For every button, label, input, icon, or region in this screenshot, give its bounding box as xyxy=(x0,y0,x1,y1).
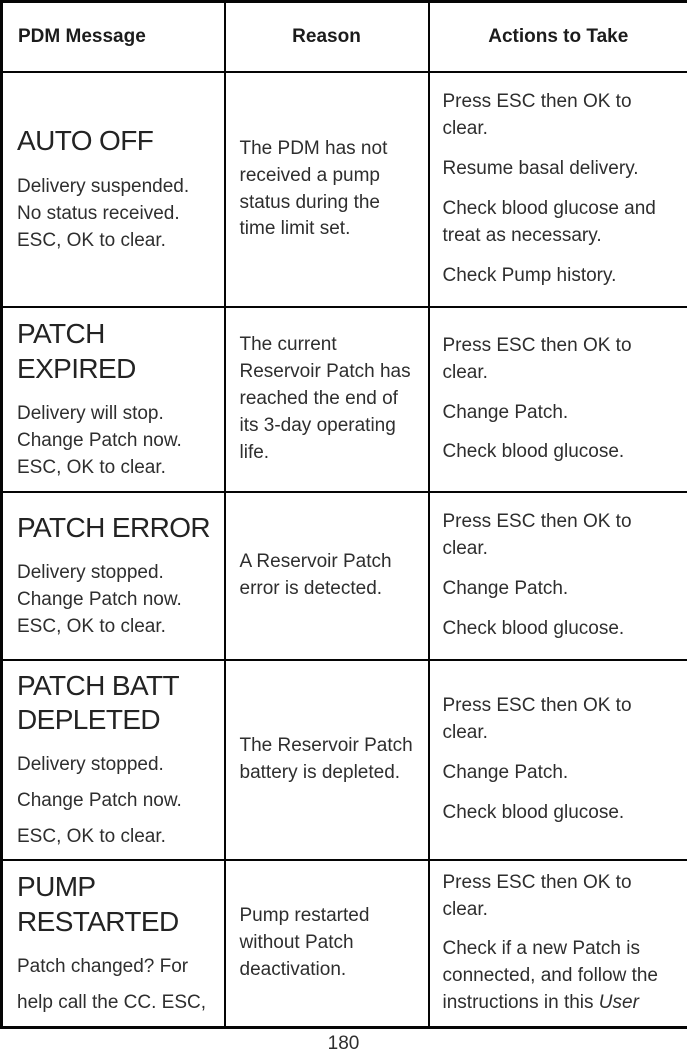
message-line: help call the CC. ESC, xyxy=(17,990,215,1017)
action-item: Change Patch. xyxy=(443,400,679,427)
reason-text: The current Reservoir Patch has reached … xyxy=(240,332,418,467)
message-line: Delivery stopped. xyxy=(17,560,215,587)
action-item: Press ESC then OK to clear. xyxy=(443,870,679,924)
table-row-patch-batt-depleted: PATCH BATT DEPLETED Delivery stopped. Ch… xyxy=(2,660,687,860)
message-line: ESC, OK to clear. xyxy=(17,614,215,641)
action-item: Check Pump history. xyxy=(443,263,679,290)
action-item: Resume basal delivery. xyxy=(443,156,679,183)
reason-text: Pump restarted without Patch deactivatio… xyxy=(240,903,418,984)
header-actions-to-take: Actions to Take xyxy=(429,2,687,73)
message-title: AUTO OFF xyxy=(17,124,215,158)
reason-cell: The PDM has not received a pump status d… xyxy=(225,72,429,307)
action-item: Change Patch. xyxy=(443,576,679,603)
message-title: PATCH ERROR xyxy=(17,511,215,545)
action-item: Check blood glucose. xyxy=(443,616,679,643)
header-reason: Reason xyxy=(225,2,429,73)
message-line: Change Patch now. xyxy=(17,788,215,815)
message-cell: AUTO OFF Delivery suspended. No status r… xyxy=(2,72,225,307)
table-row-patch-expired: PATCH EXPIRED Delivery will stop. Change… xyxy=(2,307,687,492)
pdm-alarm-table: PDM Message Reason Actions to Take AUTO … xyxy=(0,0,687,1029)
action-item: Change Patch. xyxy=(443,760,679,787)
message-cell: PATCH ERROR Delivery stopped. Change Pat… xyxy=(2,492,225,660)
message-description: Patch changed? For help call the CC. ESC… xyxy=(17,954,215,1017)
table-row-patch-error: PATCH ERROR Delivery stopped. Change Pat… xyxy=(2,492,687,660)
message-cell: PUMP RESTARTED Patch changed? For help c… xyxy=(2,860,225,1027)
action-item: Press ESC then OK to clear. xyxy=(443,333,679,387)
action-item: Check if a new Patch is connected, and f… xyxy=(443,936,679,1017)
table-row-auto-off: AUTO OFF Delivery suspended. No status r… xyxy=(2,72,687,307)
message-line: Delivery will stop. xyxy=(17,401,215,428)
actions-cell: Press ESC then OK to clear. Check if a n… xyxy=(429,860,687,1027)
reason-cell: A Reservoir Patch error is detected. xyxy=(225,492,429,660)
message-title: PATCH EXPIRED xyxy=(17,317,215,385)
message-description: Delivery stopped. Change Patch now. ESC,… xyxy=(17,560,215,641)
message-line: Patch changed? For xyxy=(17,954,215,981)
actions-cell: Press ESC then OK to clear. Change Patch… xyxy=(429,492,687,660)
message-cell: PATCH BATT DEPLETED Delivery stopped. Ch… xyxy=(2,660,225,860)
message-description: Delivery stopped. Change Patch now. ESC,… xyxy=(17,752,215,851)
message-line: Change Patch now. xyxy=(17,587,215,614)
action-item: Press ESC then OK to clear. xyxy=(443,89,679,143)
message-title: PUMP RESTARTED xyxy=(17,870,215,938)
table-row-pump-restarted: PUMP RESTARTED Patch changed? For help c… xyxy=(2,860,687,1027)
action-italic-reference: User xyxy=(599,992,639,1013)
message-line: ESC, OK to clear. xyxy=(17,824,215,851)
action-item: Check blood glucose and treat as necessa… xyxy=(443,196,679,250)
reason-cell: Pump restarted without Patch deactivatio… xyxy=(225,860,429,1027)
action-item: Check blood glucose. xyxy=(443,439,679,466)
reason-cell: The current Reservoir Patch has reached … xyxy=(225,307,429,492)
actions-cell: Press ESC then OK to clear. Resume basal… xyxy=(429,72,687,307)
table-header-row: PDM Message Reason Actions to Take xyxy=(2,2,687,73)
message-line: Change Patch now. xyxy=(17,428,215,455)
actions-cell: Press ESC then OK to clear. Change Patch… xyxy=(429,660,687,860)
action-item: Press ESC then OK to clear. xyxy=(443,693,679,747)
reason-cell: The Reservoir Patch battery is depleted. xyxy=(225,660,429,860)
action-item: Press ESC then OK to clear. xyxy=(443,509,679,563)
message-line: No status received. xyxy=(17,201,215,228)
action-item: Check blood glucose. xyxy=(443,800,679,827)
message-description: Delivery will stop. Change Patch now. ES… xyxy=(17,401,215,482)
message-line: ESC, OK to clear. xyxy=(17,455,215,482)
actions-cell: Press ESC then OK to clear. Change Patch… xyxy=(429,307,687,492)
reason-text: The PDM has not received a pump status d… xyxy=(240,136,418,244)
message-line: Delivery suspended. xyxy=(17,174,215,201)
message-line: ESC, OK to clear. xyxy=(17,228,215,255)
reason-text: The Reservoir Patch battery is depleted. xyxy=(240,733,418,787)
message-title: PATCH BATT DEPLETED xyxy=(17,669,215,737)
message-cell: PATCH EXPIRED Delivery will stop. Change… xyxy=(2,307,225,492)
reason-text: A Reservoir Patch error is detected. xyxy=(240,549,418,603)
message-line: Delivery stopped. xyxy=(17,752,215,779)
message-description: Delivery suspended. No status received. … xyxy=(17,174,215,255)
header-pdm-message: PDM Message xyxy=(2,2,225,73)
